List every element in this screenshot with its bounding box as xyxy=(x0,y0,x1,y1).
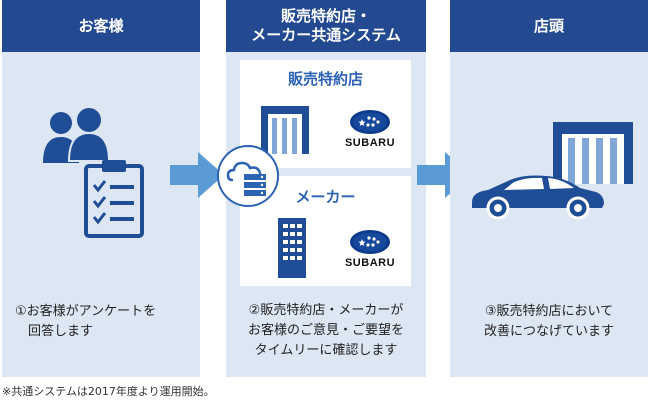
customer-caption-line2: 回答します xyxy=(28,324,94,339)
storefront-column: 店頭 ③販売特約店において 改善につなげています xyxy=(450,0,648,377)
storefront-caption-line2: 改善につなげています xyxy=(483,324,614,339)
customer-header-title: お客様 xyxy=(78,16,124,35)
svg-text:SUBARU: SUBARU xyxy=(345,257,395,269)
storefront-building-icon xyxy=(553,122,633,184)
subaru-logo-maker: SUBARU xyxy=(345,230,395,269)
customer-header: お客様 xyxy=(2,0,200,52)
cloud-server-icon xyxy=(217,145,279,207)
storefront-caption-line1: ③販売特約店において xyxy=(484,304,614,319)
shared-system-header-line1: 販売特約店・ xyxy=(280,7,371,25)
maker-tower-icon xyxy=(278,218,306,278)
shared-system-caption-line1: ②販売特約店・メーカーが xyxy=(248,303,404,318)
customer-caption: ①お客様がアンケートを 回答します xyxy=(15,302,156,342)
customer-caption-line1: ①お客様がアンケートを xyxy=(15,304,157,319)
storefront-header: 店頭 xyxy=(450,0,648,52)
shared-system-caption-line3: タイムリーに確認します xyxy=(254,343,398,358)
clipboard-checklist-icon xyxy=(84,160,144,238)
storefront-header-title: 店頭 xyxy=(533,16,564,35)
dealer-box: 販売特約店 SUBARU xyxy=(240,60,411,168)
storefront-caption: ③販売特約店において 改善につなげています xyxy=(460,302,638,342)
shared-system-caption-line2: お客様のご意見・ご要望を xyxy=(247,323,404,338)
svg-text:SUBARU: SUBARU xyxy=(345,137,395,149)
shared-system-header: 販売特約店・ メーカー共通システム xyxy=(226,0,426,52)
customers-icon xyxy=(43,108,111,163)
arrow-right-icon xyxy=(170,152,224,198)
maker-box-title: メーカー xyxy=(295,188,356,206)
shared-system-header-line2: メーカー共通システム xyxy=(251,26,401,44)
footnote: ※共通システムは2017年度より運用開始。 xyxy=(2,385,215,398)
customer-column: お客様 ①お客様がアンケートを 回答します xyxy=(2,0,200,377)
dealer-building-icon xyxy=(261,106,309,154)
dealer-box-title: 販売特約店 xyxy=(287,70,363,88)
shared-system-caption: ②販売特約店・メーカーが お客様のご意見・ご要望を タイムリーに確認します xyxy=(232,301,420,361)
subaru-logo-dealer: SUBARU xyxy=(345,110,395,149)
car-icon xyxy=(472,175,604,220)
